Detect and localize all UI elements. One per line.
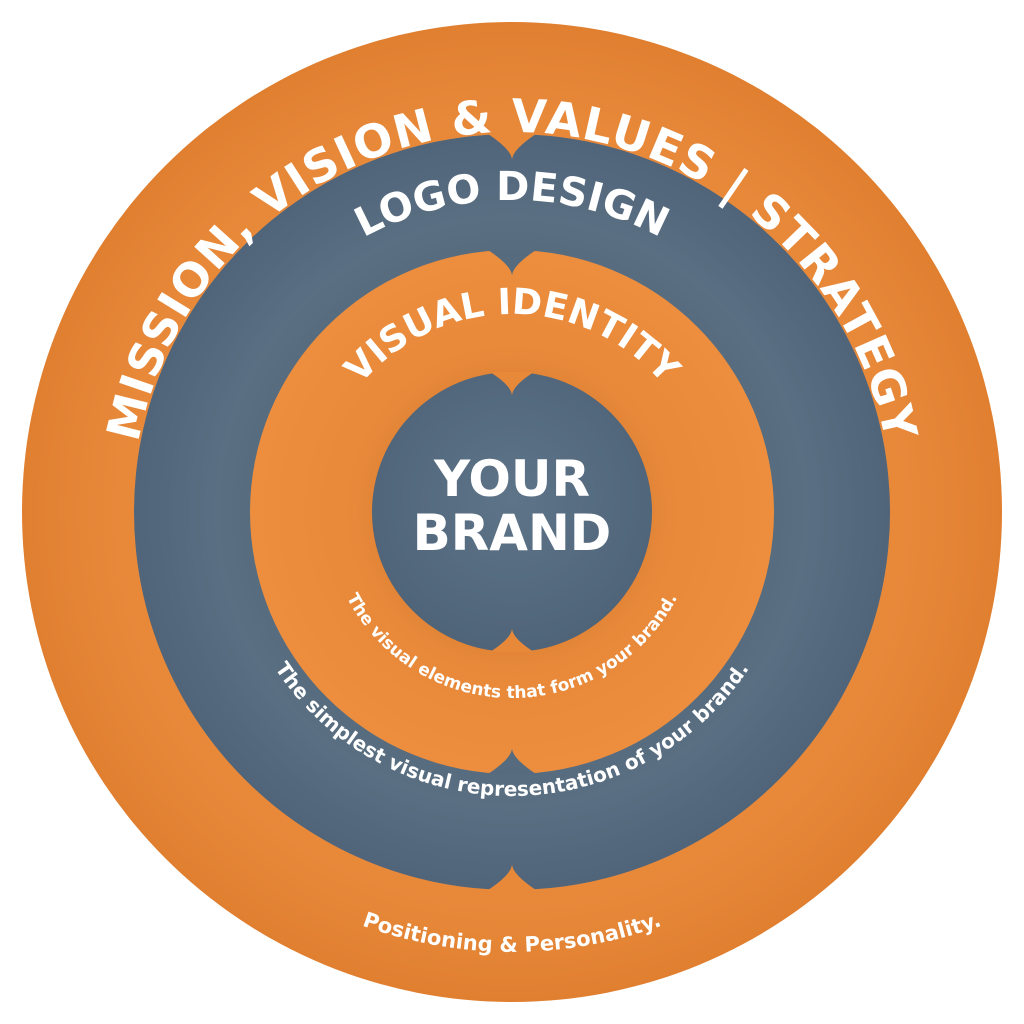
notch-top-visual (490, 372, 534, 396)
core-line-1: YOUR (433, 450, 590, 508)
notch-bottom-logo (488, 864, 536, 890)
notch-top-outer (488, 134, 536, 160)
core-line-2: BRAND (413, 504, 612, 562)
notch-bottom-core (490, 628, 534, 652)
notch-bottom-visual (488, 748, 536, 774)
notch-top-logo (488, 250, 536, 276)
core-your-brand (372, 372, 652, 652)
